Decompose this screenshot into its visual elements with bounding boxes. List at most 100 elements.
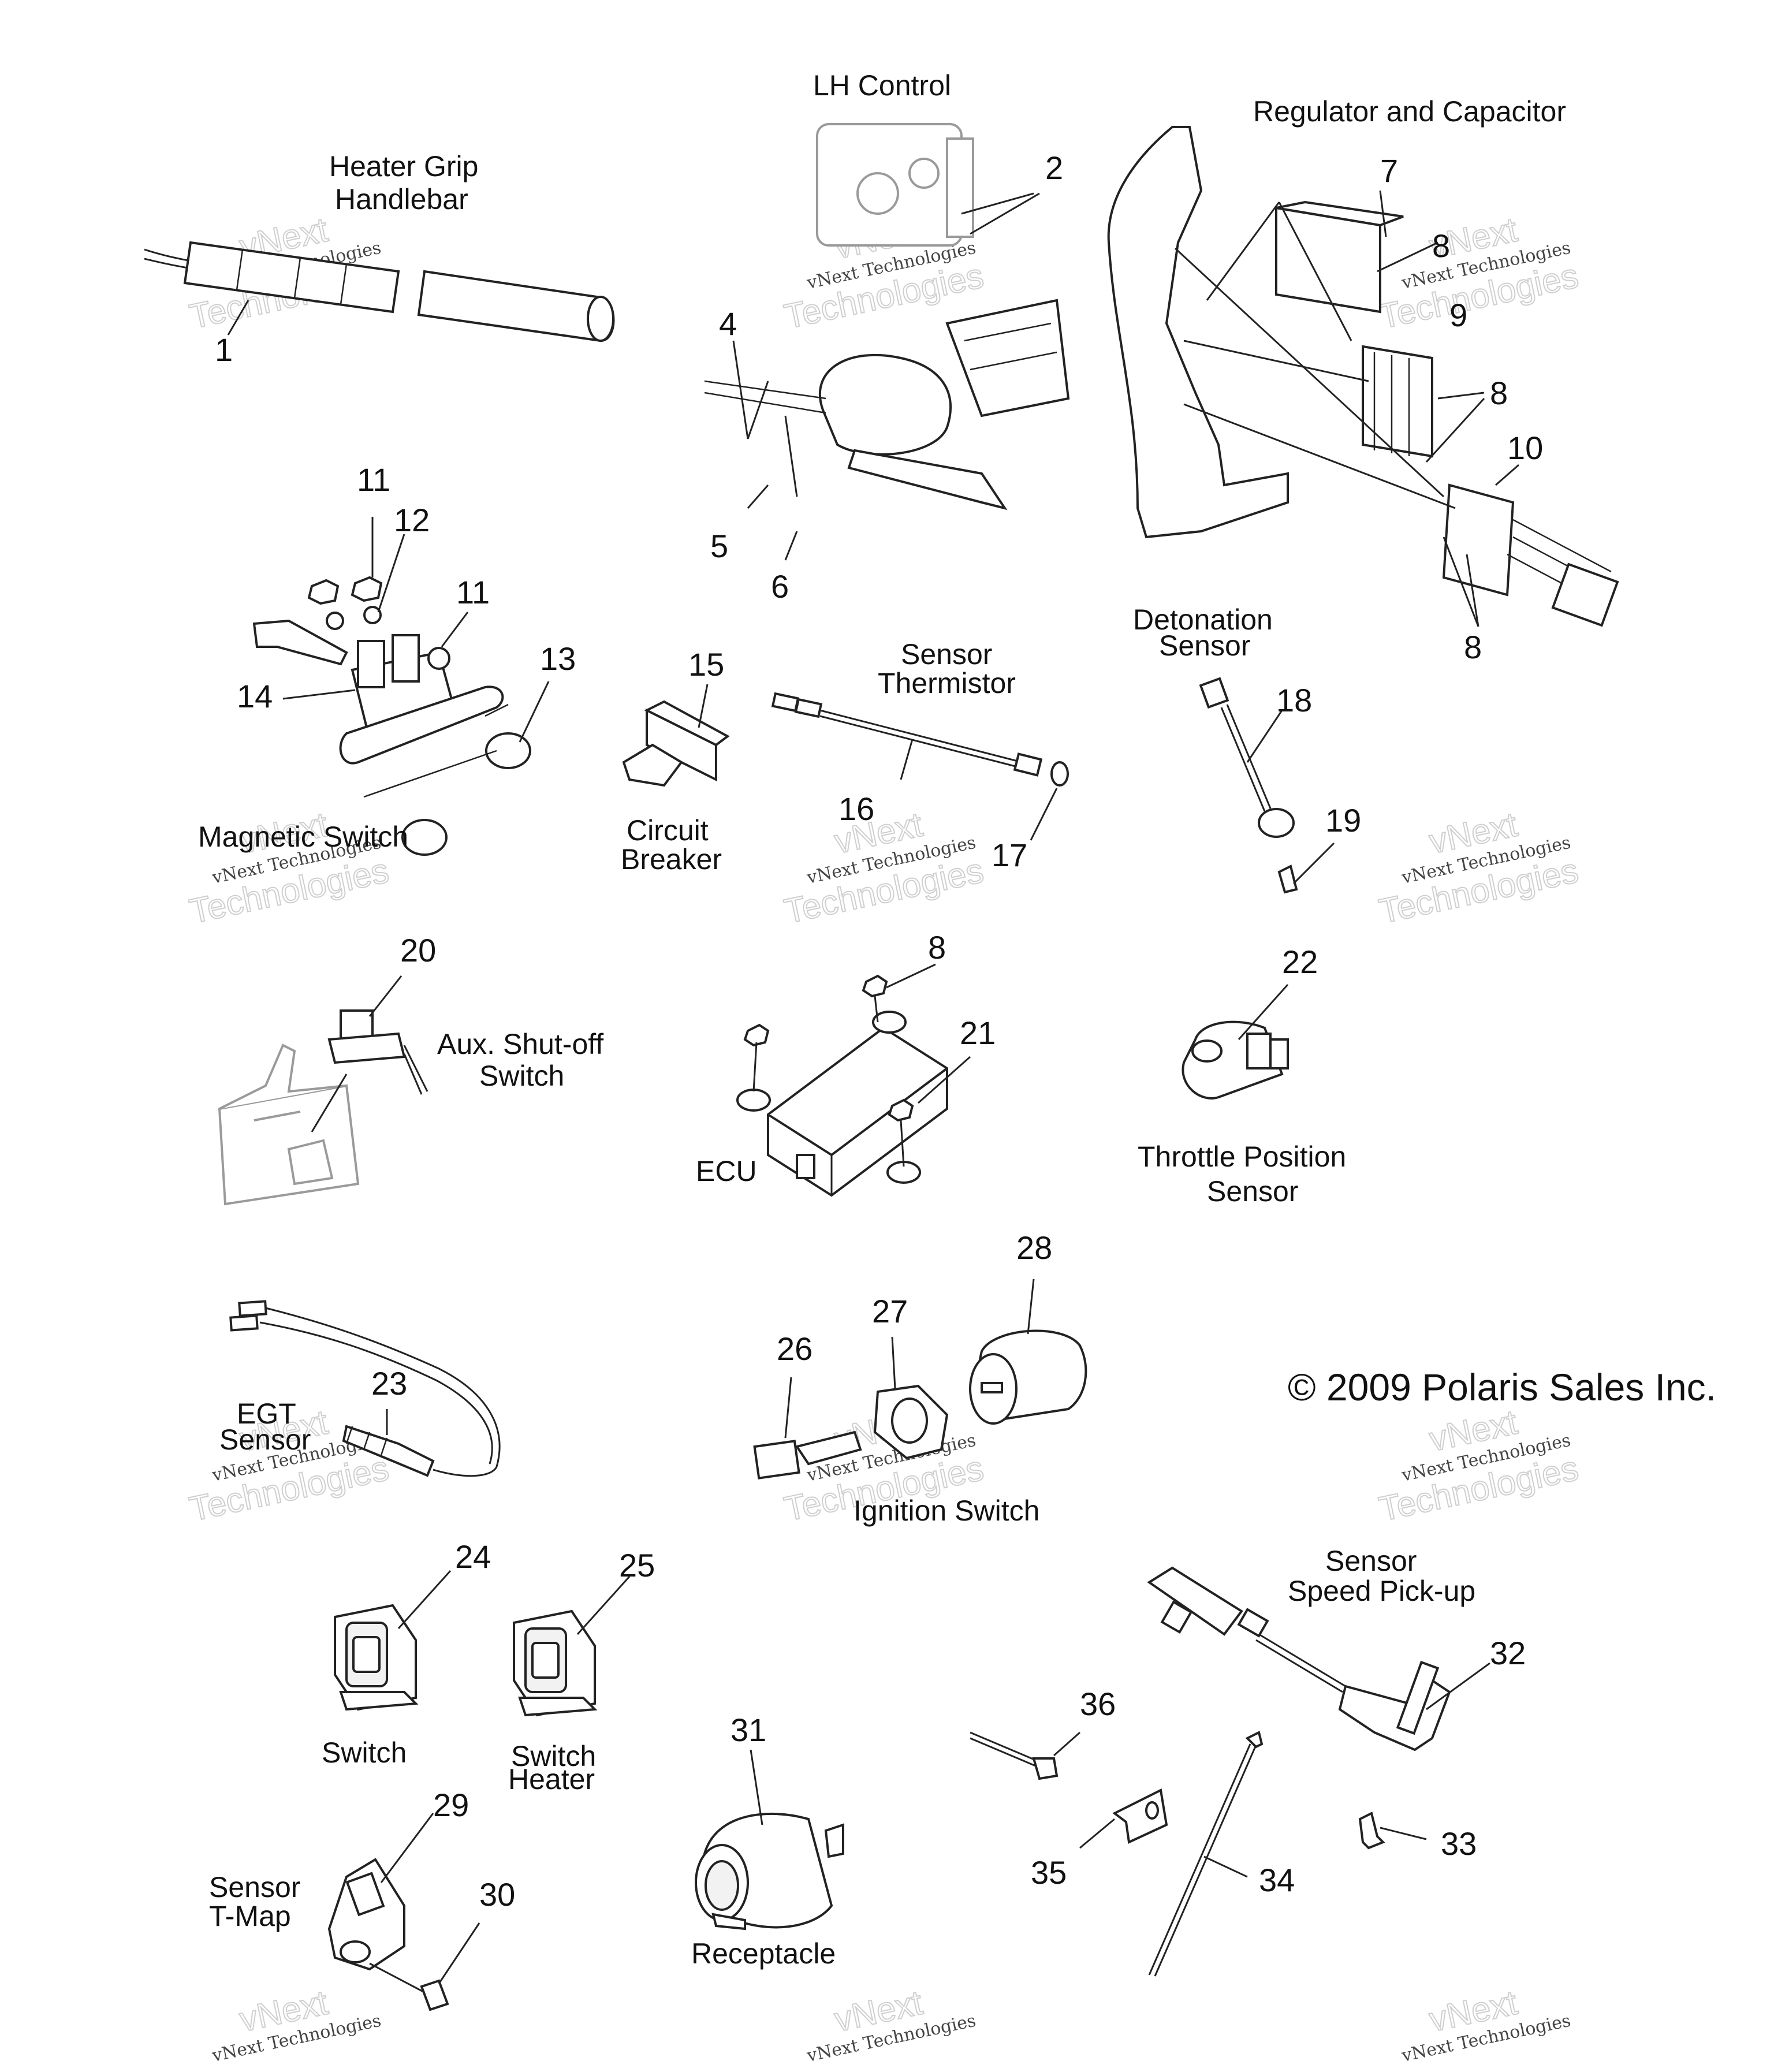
copyright-notice: © 2009 Polaris Sales Inc. [1288,1366,1716,1408]
callout-14: 14 [237,678,273,714]
egt-probe [342,1425,435,1477]
callout-11a: 11 [357,461,390,498]
aux-switch-button [340,1009,374,1041]
callout-26: 26 [777,1331,813,1367]
egt-sensor-group [229,1300,501,1477]
label-switch-heater-1: Switch [511,1740,596,1772]
callout-8c: 8 [1464,629,1482,665]
detonation-bolt [1277,864,1298,894]
lh-control-group [704,123,1070,561]
callout-17: 17 [992,837,1027,873]
label-sensor-thermistor-2: Thermistor [878,667,1016,699]
callout-35: 35 [1031,1854,1067,1891]
callout-29: 29 [433,1787,469,1823]
callout-13: 13 [540,640,576,677]
callout-10: 10 [1507,430,1543,466]
callout-31: 31 [731,1712,766,1748]
label-aux-switch: Switch [479,1060,564,1092]
callout-24: 24 [455,1538,491,1575]
hardware-group [970,1731,1264,1977]
speed-sensor-group [1147,1566,1490,1850]
watermark-10: vNext vNext Technologies [210,1982,383,2066]
watermark-12: vNext vNext Technologies [1399,1982,1572,2066]
mounting-bracket [1107,126,1289,539]
magnetic-switch-group [252,517,550,856]
callout-6: 6 [771,568,789,605]
label-switch: Switch [322,1736,407,1769]
heater-grip-part [183,241,400,314]
watermark-4: vNext vNext Technologies Technologies [185,804,393,931]
callout-27: 27 [872,1293,908,1329]
rivet [1032,1757,1059,1780]
callout-15: 15 [688,646,724,683]
callout-2: 2 [1045,150,1063,186]
label-detonation-1: Detonation [1133,603,1273,636]
thermistor-probe [1013,752,1043,777]
label-lh-control: LH Control [813,69,951,102]
speed-sensor-part [1338,1679,1451,1751]
callout-7: 7 [1380,152,1398,189]
ecu-group [736,963,971,1197]
watermark-5: vNext vNext Technologies Technologies [780,804,987,931]
label-handlebar: Handlebar [335,183,468,215]
label-circuit: Circuit [627,814,709,847]
receptacle-group [695,1749,844,1931]
label-speed-sensor-2: Speed Pick-up [1288,1575,1475,1607]
tmap-group [327,1813,480,2011]
callout-22: 22 [1282,944,1318,980]
label-regulator: Regulator and Capacitor [1253,95,1566,128]
label-ecu: ECU [696,1155,757,1187]
ignition-group [753,1279,1087,1480]
callout-32: 32 [1490,1635,1526,1671]
capacitor-part [1362,345,1433,458]
label-switch-heater-2: Heater [508,1763,595,1795]
label-speed-sensor-1: Sensor [1325,1545,1417,1577]
handlebar-part [417,270,615,342]
tps-group [1182,983,1289,1100]
label-tps-1: Throttle Position [1138,1141,1346,1173]
aux-switch-group [218,975,428,1206]
callout-33: 33 [1441,1825,1477,1862]
callout-20: 20 [400,932,436,968]
label-egt-sensor: Sensor [219,1423,311,1456]
speed-sensor-connector [1147,1566,1243,1636]
callout-9: 9 [1449,297,1467,333]
wire-clip [1112,1788,1168,1844]
cable-tie [1245,1731,1264,1749]
label-ignition-switch: Ignition Switch [854,1495,1039,1527]
thermistor-washer [1050,761,1069,787]
callout-18: 18 [1276,682,1312,718]
callout-8d: 8 [928,929,946,966]
callout-5: 5 [710,528,728,564]
callout-21: 21 [960,1015,996,1051]
thermistor-group [771,692,1069,841]
callout-25: 25 [619,1547,655,1583]
callout-11b: 11 [456,574,490,610]
heater-grip-group [144,241,615,342]
label-receptacle: Receptacle [691,1937,836,1970]
callout-16: 16 [838,791,874,827]
label-breaker: Breaker [621,843,722,875]
speed-sensor-bolt [1358,1812,1385,1850]
callout-1: 1 [215,331,233,368]
callout-30: 30 [479,1876,515,1913]
callout-12: 12 [394,502,430,538]
watermark-9: vNext vNext Technologies Technologies [1375,1402,1582,1529]
regulator-connector [1442,483,1515,597]
label-detonation-2: Sensor [1159,629,1250,662]
detonation-sensor-group [1199,677,1335,894]
callout-19: 19 [1325,802,1361,839]
lh-control-housing [818,353,952,456]
callout-8b: 8 [1490,375,1508,411]
label-tmap-1: Sensor [209,1871,300,1903]
callout-36: 36 [1080,1686,1116,1722]
label-aux-shutoff: Aux. Shut-off [437,1028,603,1060]
ignition-key [753,1440,800,1480]
label-heater-grip: Heater Grip [329,150,478,182]
tmap-screw [420,1979,449,2011]
callout-28: 28 [1016,1229,1052,1266]
label-tps-2: Sensor [1207,1175,1298,1208]
circuit-breaker-group [622,684,730,787]
magnetic-switch-boot [485,732,531,769]
